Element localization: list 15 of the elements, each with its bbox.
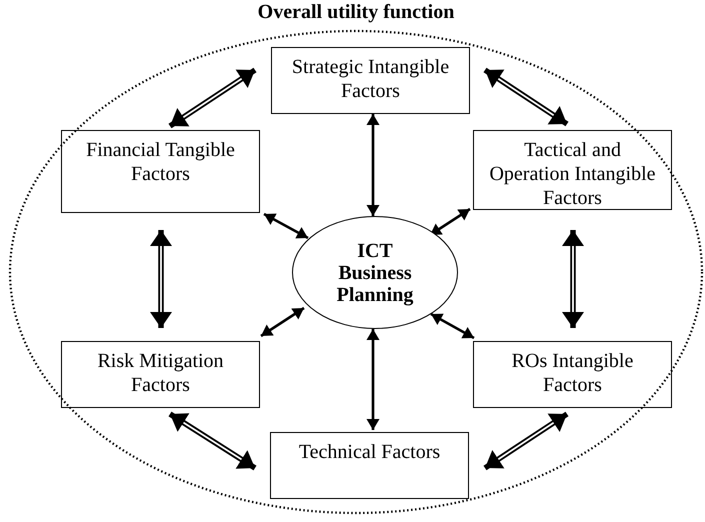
node-label: ICT Business Planning: [336, 240, 414, 306]
node-label: Financial Tangible Factors: [85, 138, 236, 186]
node-label: ROs Intangible Factors: [510, 349, 634, 397]
factor-box: [61, 341, 260, 408]
node-label: Technical Factors: [298, 440, 440, 464]
factor-box: [271, 47, 470, 114]
factor-box: [61, 130, 260, 213]
node-label: Strategic Intangible Factors: [290, 55, 450, 103]
node-label: Tactical and Operation Intangible Factors: [488, 138, 657, 210]
factor-box: [270, 432, 469, 499]
factor-box: [473, 341, 672, 408]
node-label: Overall utility function: [258, 0, 454, 24]
node-label: Risk Mitigation Factors: [96, 349, 225, 397]
factor-box: [473, 130, 672, 210]
process-ellipse: [292, 216, 458, 329]
